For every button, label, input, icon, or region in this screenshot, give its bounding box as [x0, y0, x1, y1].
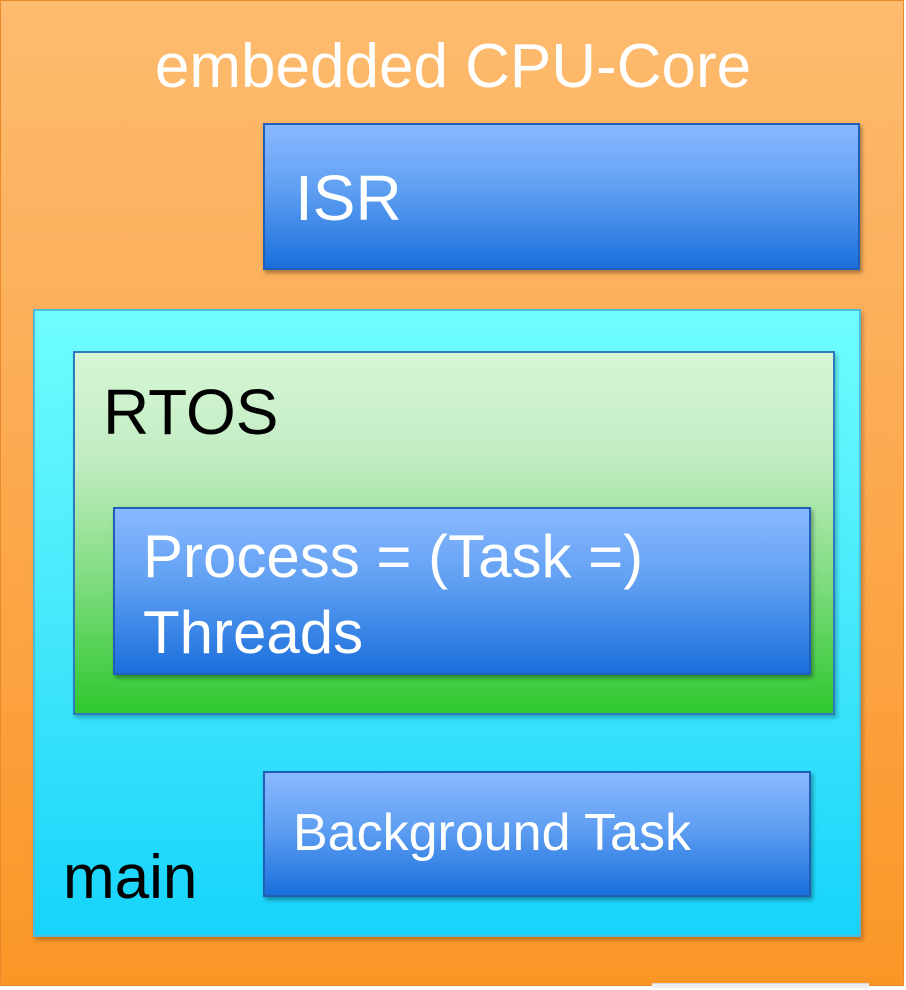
isr-label: ISR — [295, 162, 402, 234]
process-threads-label: Process = (Task =) Threads — [143, 519, 643, 671]
process-line-2: Threads — [143, 599, 364, 666]
rtos-box: RTOS Process = (Task =) Threads — [73, 351, 835, 715]
main-label: main — [63, 843, 198, 912]
main-box: RTOS Process = (Task =) Threads Backgrou… — [33, 309, 861, 937]
isr-box: ISR — [263, 123, 860, 270]
rtos-label: RTOS — [103, 376, 279, 448]
background-task-box: Background Task — [263, 771, 811, 897]
cpu-core-title: embedded CPU-Core — [154, 32, 752, 101]
process-threads-box: Process = (Task =) Threads — [113, 507, 811, 675]
bottom-edge-divider — [652, 983, 869, 988]
process-line-1: Process = (Task =) — [143, 523, 644, 590]
background-task-label: Background Task — [293, 804, 691, 862]
